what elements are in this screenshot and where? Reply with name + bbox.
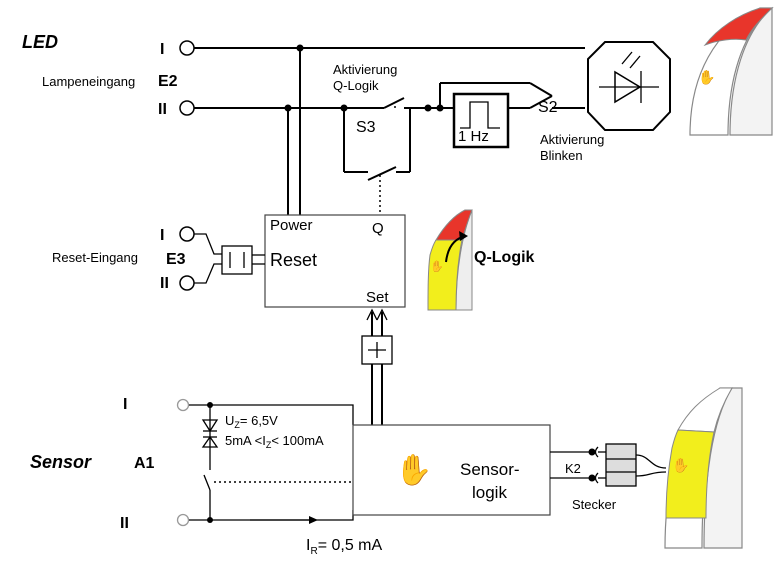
s2-caption-1: Aktivierung [540, 132, 604, 147]
led-terminal-2: II [158, 101, 167, 118]
logic-block [264, 214, 406, 308]
stecker-label: Stecker [572, 497, 617, 512]
sensor-title: Sensor [30, 452, 92, 472]
power-label: Power [270, 217, 313, 234]
sensor-terminal-2: II [120, 515, 129, 532]
k2-label: K2 [565, 461, 581, 476]
rest-current: IR= 0,5 mA [306, 537, 382, 557]
sensor-box-line-1: Sensor- [460, 460, 520, 479]
sensor-button-graphic: ✋ [664, 387, 743, 549]
hand-icon: ✋ [430, 260, 444, 273]
q-label: Q [372, 220, 384, 237]
oscillator-box [452, 92, 510, 149]
set-label: Set [366, 289, 389, 306]
terminal-led-1 [179, 40, 195, 56]
s2-label: S2 [538, 99, 558, 116]
plug-connector [605, 443, 637, 487]
sensor-terminal-1: I [123, 396, 127, 413]
zener-current: 5mA <IZ< 100mA [225, 433, 324, 450]
led-title: LED [22, 32, 58, 52]
led-button-graphic: ✋ [689, 6, 774, 136]
hand-icon: ✋ [698, 69, 715, 86]
s3-caption-2: Q-Logik [333, 78, 379, 93]
zener-voltage: UZ= 6,5V [225, 413, 278, 430]
hand-icon: ✋ [672, 457, 689, 474]
reset-label: Reset [270, 250, 317, 270]
sensor-box-line-2: logik [472, 483, 507, 502]
led-terminal-1: I [160, 41, 164, 58]
s2-caption-2: Blinken [540, 148, 583, 163]
q-logic-label: Q-Logik [474, 249, 535, 266]
led-symbol-box [587, 41, 671, 131]
terminal-led-2 [179, 100, 195, 116]
sensor-id: A1 [134, 455, 155, 472]
hand-icon: ✋ [395, 452, 432, 488]
reset-input-id: E3 [166, 251, 186, 268]
s3-caption-1: Aktivierung [333, 62, 397, 77]
reset-input-label: Reset-Eingang [52, 250, 138, 265]
sensor-logic-block [352, 424, 551, 516]
reset-terminal-1: I [160, 227, 164, 244]
lamp-input-id: E2 [158, 73, 178, 90]
q-logic-button-graphic: ✋ [427, 209, 473, 311]
oscillator-label: 1 Hz [458, 128, 489, 145]
reset-optocoupler [221, 245, 253, 275]
s3-label: S3 [356, 119, 376, 136]
lamp-input-label: Lampeneingang [42, 74, 135, 89]
reset-terminal-2: II [160, 275, 169, 292]
